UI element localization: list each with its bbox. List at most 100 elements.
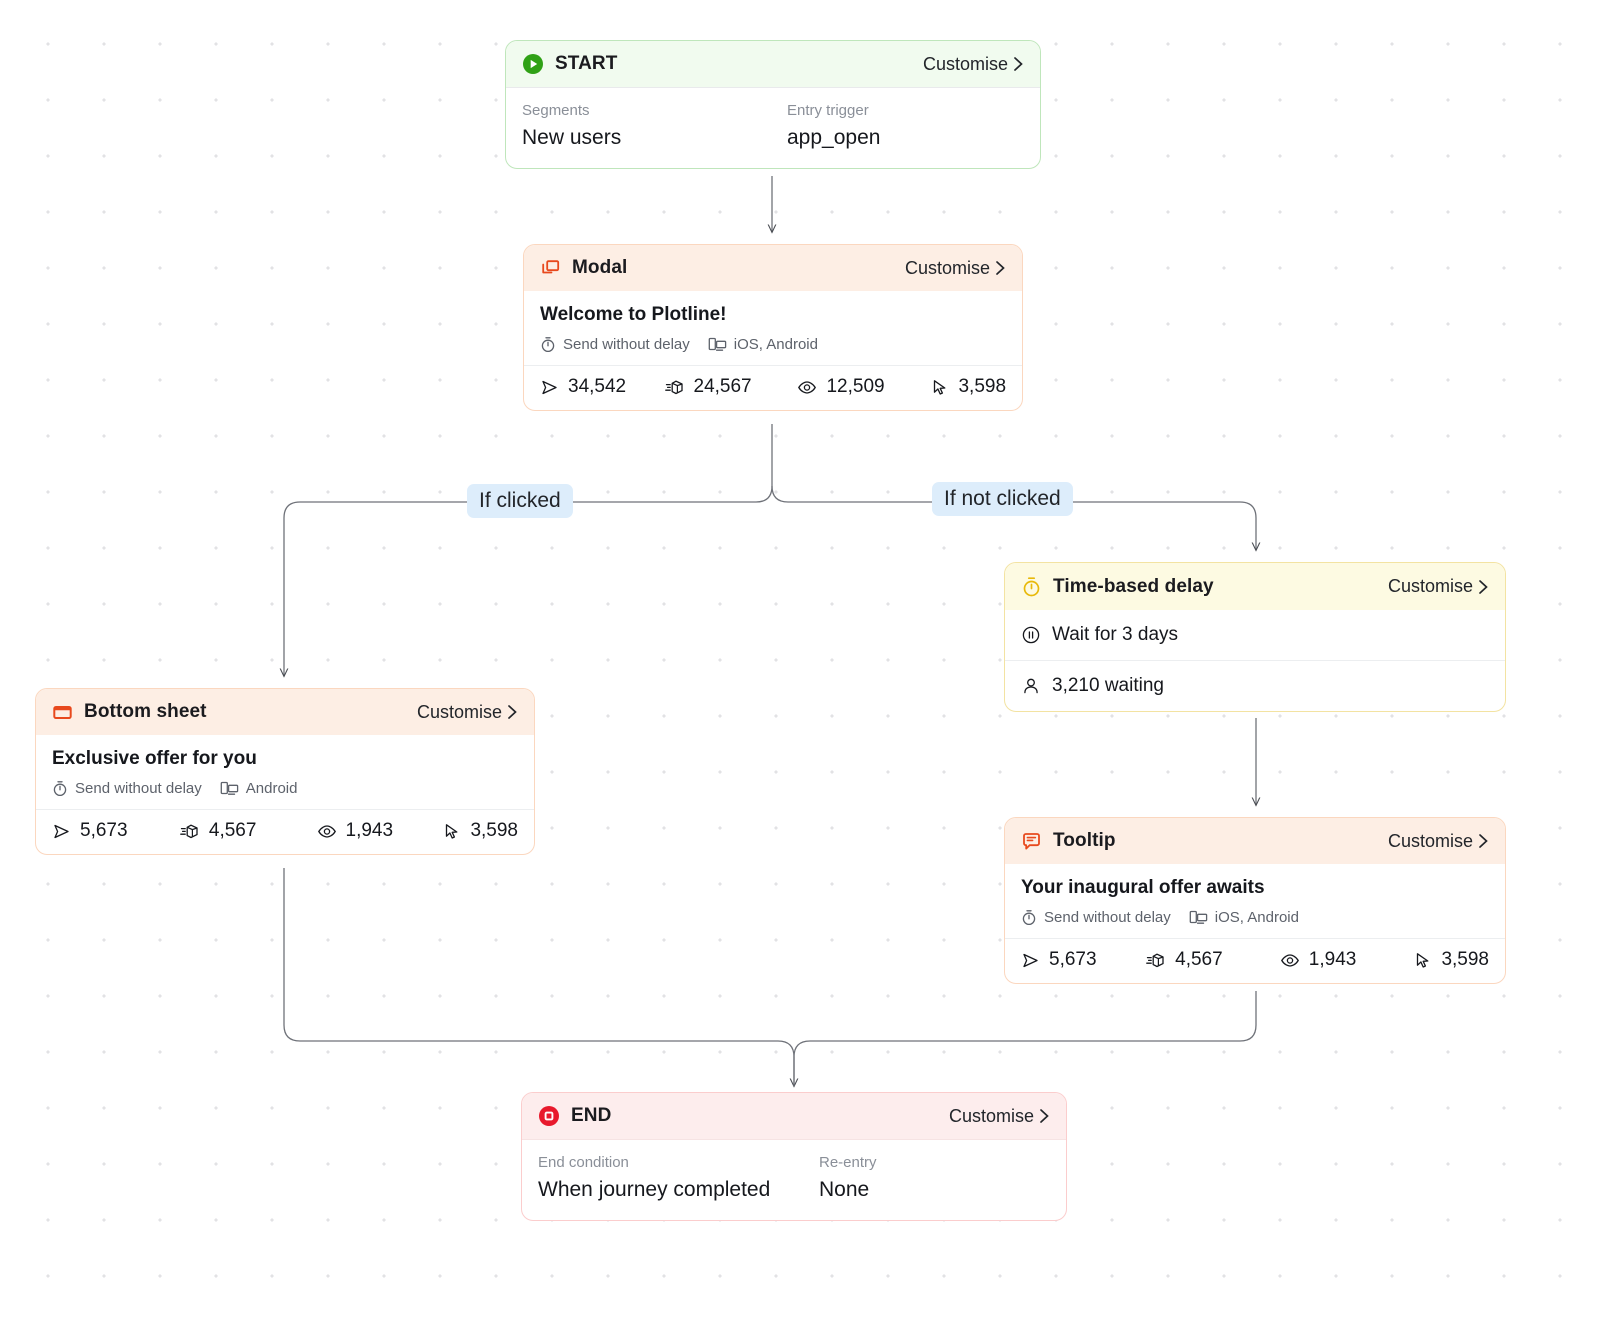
- tooltip-node-header: Tooltip Customise: [1005, 818, 1505, 864]
- tooltip-meta-delay: Send without delay: [1021, 909, 1171, 926]
- start-field-segments-label: Segments: [522, 102, 590, 119]
- tooltip-node-stats: 5,673 4,567 1,943 3,598: [1005, 938, 1505, 983]
- end-customise-label: Customise: [948, 1105, 1034, 1126]
- node-bottom-sheet[interactable]: Bottom sheet Customise Exclusive offer f…: [35, 688, 535, 855]
- end-field-condition-value: When journey completed: [538, 1178, 771, 1201]
- start-node-body: Segments New users Entry trigger app_ope…: [506, 87, 1040, 168]
- tooltip-meta-platforms: iOS, Android: [1189, 909, 1299, 926]
- delay-wait-text: Wait for 3 days: [1052, 624, 1179, 645]
- bottomsheet-stat-sent: 5,673: [52, 820, 180, 842]
- tooltip-meta-delay-text: Send without delay: [1044, 909, 1171, 926]
- play-circle-icon: [522, 53, 544, 75]
- modal-meta-delay-text: Send without delay: [563, 336, 690, 353]
- click-cursor-icon: [1413, 951, 1432, 970]
- chevron-right-icon: [1479, 834, 1488, 848]
- start-node-title: START: [555, 53, 618, 74]
- bottomsheet-stat-clicks: 3,598: [442, 820, 518, 842]
- tooltip-node-title: Tooltip: [1053, 830, 1116, 851]
- node-tooltip[interactable]: Tooltip Customise Your inaugural offer a…: [1004, 817, 1506, 984]
- click-cursor-icon: [930, 378, 949, 397]
- branch-label-if-not-clicked[interactable]: If not clicked: [932, 482, 1073, 516]
- end-field-reentry-label: Re-entry: [819, 1154, 877, 1171]
- chevron-right-icon: [1014, 57, 1023, 71]
- tooltip-stat-clicks: 3,598: [1413, 949, 1489, 971]
- delay-node-header: Time-based delay Customise: [1005, 563, 1505, 610]
- delay-node-title: Time-based delay: [1053, 575, 1214, 597]
- modal-stat-sent: 34,542: [540, 376, 665, 398]
- end-node-header: END Customise: [522, 1093, 1066, 1139]
- devices-icon: [220, 780, 239, 797]
- bottomsheet-stat-clicks-value: 3,598: [470, 820, 518, 841]
- end-node-body: End condition When journey completed Re-…: [522, 1139, 1066, 1220]
- stopwatch-icon: [540, 336, 556, 353]
- start-customise-button[interactable]: Customise: [923, 54, 1024, 75]
- modal-stat-views: 12,509: [797, 376, 930, 398]
- delay-customise-button[interactable]: Customise: [1388, 576, 1489, 597]
- bottomsheet-customise-label: Customise: [416, 701, 502, 722]
- start-field-segments: Segments New users: [522, 102, 787, 150]
- eye-icon: [797, 378, 817, 397]
- bottomsheet-node-header: Bottom sheet Customise: [36, 689, 534, 735]
- modal-stat-clicks-value: 3,598: [958, 376, 1007, 397]
- tooltip-stat-delivered: 4,567: [1146, 949, 1280, 971]
- chevron-right-icon: [508, 705, 517, 719]
- delay-waiting-text: 3,210 waiting: [1052, 675, 1164, 696]
- modal-node-stats: 34,542 24,567 12,509 3,598: [524, 365, 1022, 410]
- end-node-title: END: [571, 1105, 612, 1126]
- modal-node-body: Welcome to Plotline! Send without delay …: [524, 291, 1022, 365]
- bottomsheet-node-body: Exclusive offer for you Send without del…: [36, 735, 534, 809]
- send-icon: [52, 822, 71, 841]
- bottomsheet-stat-delivered: 4,567: [180, 820, 317, 842]
- end-customise-button[interactable]: Customise: [949, 1106, 1050, 1127]
- bottomsheet-meta-platforms-text: Android: [245, 780, 298, 797]
- end-field-condition: End condition When journey completed: [538, 1154, 819, 1202]
- bottomsheet-stat-views-value: 1,943: [345, 820, 394, 841]
- chevron-right-icon: [1040, 1109, 1049, 1123]
- stopwatch-icon: [1021, 909, 1037, 926]
- tooltip-customise-button[interactable]: Customise: [1388, 831, 1489, 852]
- stop-circle-icon: [538, 1105, 560, 1127]
- tooltip-node-body: Your inaugural offer awaits Send without…: [1005, 864, 1505, 938]
- bottomsheet-stat-sent-value: 5,673: [80, 820, 128, 841]
- modal-stat-delivered: 24,567: [664, 376, 798, 398]
- node-end[interactable]: END Customise End condition When journey…: [521, 1092, 1067, 1221]
- bottomsheet-node-title: Bottom sheet: [84, 701, 207, 722]
- node-time-based-delay[interactable]: Time-based delay Customise Wait for 3 da…: [1004, 562, 1506, 712]
- bottomsheet-meta-delay-text: Send without delay: [75, 780, 202, 797]
- modal-node-title: Modal: [572, 257, 628, 278]
- modal-customise-button[interactable]: Customise: [905, 258, 1006, 279]
- modal-meta-platforms: iOS, Android: [708, 336, 818, 353]
- start-node-header: START Customise: [506, 41, 1040, 87]
- delivered-box-icon: [664, 378, 685, 397]
- modal-stat-clicks: 3,598: [930, 376, 1006, 398]
- end-field-reentry-value: None: [819, 1178, 870, 1201]
- modal-meta-platforms-text: iOS, Android: [733, 336, 818, 353]
- modal-meta-delay: Send without delay: [540, 336, 690, 353]
- delivered-box-icon: [180, 822, 200, 841]
- start-customise-label: Customise: [922, 53, 1008, 74]
- pause-circle-icon: [1021, 625, 1041, 645]
- modal-stat-delivered-value: 24,567: [693, 376, 752, 397]
- tooltip-customise-label: Customise: [1387, 830, 1473, 851]
- modal-stat-sent-value: 34,542: [568, 376, 627, 397]
- edge-bottomsheet-to-end: [283, 868, 794, 1086]
- devices-icon: [708, 336, 727, 353]
- node-modal[interactable]: Modal Customise Welcome to Plotline! Sen…: [523, 244, 1023, 411]
- devices-icon: [1189, 909, 1208, 926]
- tooltip-stat-views: 1,943: [1280, 949, 1414, 971]
- modal-message-title: Welcome to Plotline!: [540, 304, 727, 325]
- tooltip-bubble-icon: [1021, 831, 1042, 852]
- chevron-right-icon: [1479, 579, 1488, 594]
- node-start[interactable]: START Customise Segments New users Entry…: [505, 40, 1041, 169]
- branch-label-if-clicked[interactable]: If clicked: [467, 484, 573, 518]
- bottomsheet-stat-delivered-value: 4,567: [208, 820, 257, 841]
- tooltip-message-title: Your inaugural offer awaits: [1021, 877, 1265, 898]
- modal-node-header: Modal Customise: [524, 245, 1022, 291]
- tooltip-stat-delivered-value: 4,567: [1175, 949, 1223, 970]
- eye-icon: [317, 822, 337, 841]
- end-field-condition-label: End condition: [538, 1154, 629, 1171]
- stopwatch-yellow-icon: [1021, 576, 1042, 598]
- bottomsheet-message-title: Exclusive offer for you: [52, 748, 257, 769]
- bottomsheet-customise-button[interactable]: Customise: [417, 702, 518, 723]
- tooltip-stat-views-value: 1,943: [1308, 949, 1357, 970]
